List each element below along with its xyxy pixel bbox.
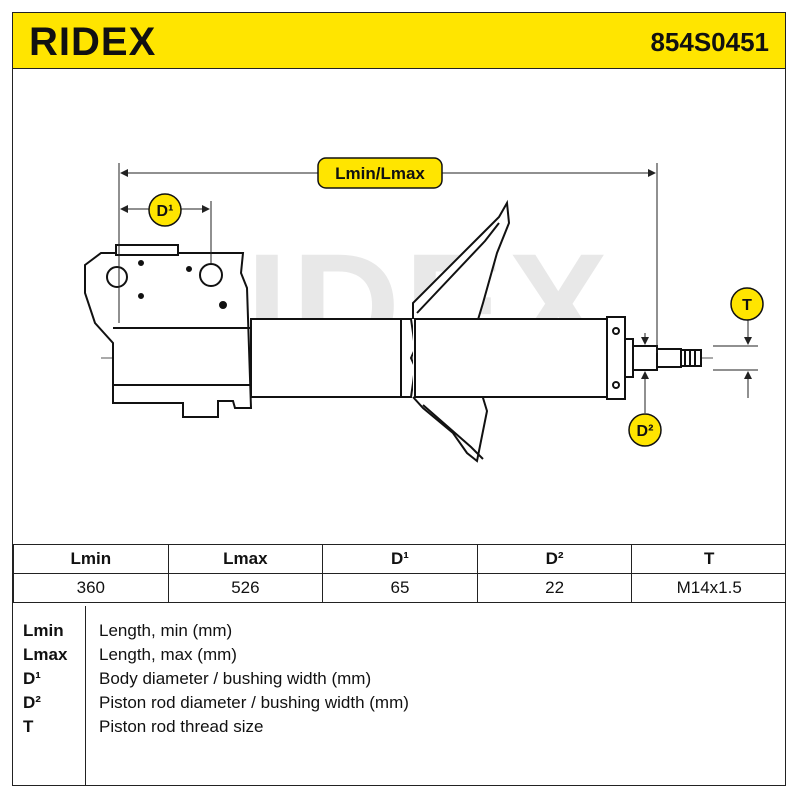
legend-description: Piston rod thread size: [99, 717, 264, 736]
legend-item: Lmax Length, max (mm): [13, 643, 785, 667]
legend: Lmin Length, min (mm) Lmax Length, max (…: [13, 606, 785, 785]
legend-description: Length, max (mm): [99, 645, 237, 664]
d1-dimension: D¹: [118, 193, 212, 263]
d1-badge: [148, 193, 182, 227]
t-label: T: [742, 297, 752, 314]
legend-description: Body diameter / bushing width (mm): [99, 669, 372, 688]
spec-table-header-row: Lmin Lmax D¹ D² T: [13, 544, 785, 574]
spec-value-lmin: 360: [13, 573, 169, 603]
legend-key: Lmin: [23, 621, 64, 640]
d2-dimension: D²: [628, 333, 662, 447]
spec-value-d1: 65: [322, 573, 478, 603]
legend-description: Length, min (mm): [99, 621, 233, 640]
t-dimension: T: [713, 287, 764, 398]
spec-table-value-row: 360 526 65 22 M14x1.5: [13, 573, 785, 603]
spec-header-lmax: Lmax: [167, 544, 324, 574]
d1-label: D¹: [157, 203, 174, 220]
legend-key: T: [23, 717, 34, 736]
legend-key: Lmax: [23, 645, 68, 664]
part-number: 854S0451: [650, 27, 769, 57]
spec-value-lmax: 526: [167, 573, 324, 603]
legend-item: D² Piston rod diameter / bushing width (…: [13, 691, 785, 715]
spec-table: Lmin Lmax D¹ D² T 360 526 65 22 M14x1.5: [13, 544, 785, 603]
lmin-lmax-label: Lmin/Lmax: [335, 164, 425, 183]
d2-badge: [628, 413, 662, 447]
legend-key: D¹: [23, 669, 41, 688]
spec-value-t: M14x1.5: [631, 573, 785, 603]
header-bar: RIDEX 854S0451: [13, 13, 785, 69]
legend-item: Lmin Length, min (mm): [13, 619, 785, 643]
lmin-lmax-badge: [317, 157, 443, 189]
legend-item: D¹ Body diameter / bushing width (mm): [13, 667, 785, 691]
brand-logo: RIDEX: [29, 20, 157, 64]
spec-header-d1: D¹: [322, 544, 478, 574]
spec-value-d2: 22: [476, 573, 633, 603]
spec-header-d2: D²: [476, 544, 633, 574]
shock-absorber-drawing: RIDEX: [84, 157, 764, 463]
legend-description: Piston rod diameter / bushing width (mm): [99, 693, 409, 712]
t-badge: [730, 287, 764, 321]
legend-divider: [85, 606, 86, 785]
legend-key: D²: [23, 693, 41, 712]
spec-header-lmin: Lmin: [13, 544, 169, 574]
d2-label: D²: [637, 423, 654, 440]
spec-header-t: T: [631, 544, 785, 574]
legend-item: T Piston rod thread size: [13, 715, 785, 739]
shock-absorber-body: [84, 199, 702, 463]
product-sheet: RIDEX: [12, 12, 786, 786]
